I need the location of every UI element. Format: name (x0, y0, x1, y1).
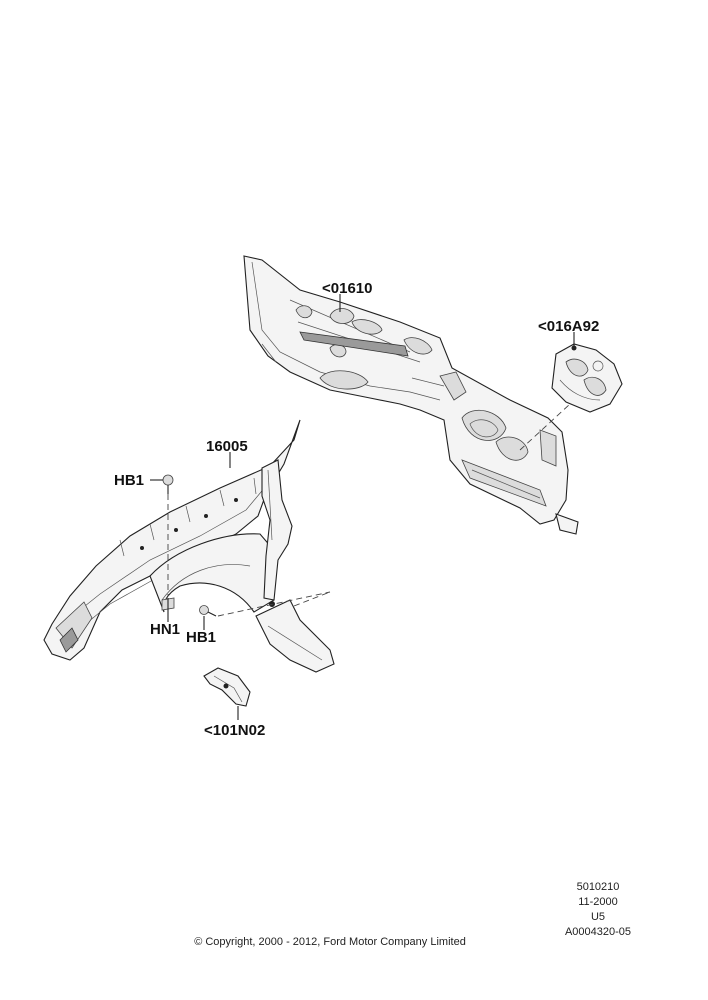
alignment-lines (167, 403, 571, 617)
label-nut: HN1 (150, 621, 180, 638)
label-fender: 16005 (206, 438, 248, 455)
reference-code: 5010210 (576, 881, 620, 893)
fender-illustration (43, 419, 335, 673)
label-dash-insulator: <016A92 (538, 318, 599, 335)
dash-insulator-illustration (551, 343, 623, 413)
bolt-upper-illustration (162, 474, 174, 494)
dash-panel-illustration (243, 255, 579, 535)
label-bolt-lower: HB1 (186, 629, 216, 646)
bolt-lower-illustration (199, 605, 217, 617)
nut-illustration (161, 597, 175, 612)
leader-lines (150, 294, 575, 720)
label-dash-panel: <01610 (322, 280, 372, 297)
label-bracket: <101N02 (204, 722, 265, 739)
illustration-id: A0004320-05 (564, 926, 632, 938)
reference-model: U5 (590, 911, 606, 923)
label-bolt-upper: HB1 (114, 472, 144, 489)
copyright-notice: © Copyright, 2000 - 2012, Ford Motor Com… (194, 936, 466, 948)
bracket-illustration (203, 667, 251, 707)
reference-block: 5010210 11-2000 U5 A0004320-05 (548, 880, 648, 940)
reference-date: 11-2000 (578, 896, 618, 908)
